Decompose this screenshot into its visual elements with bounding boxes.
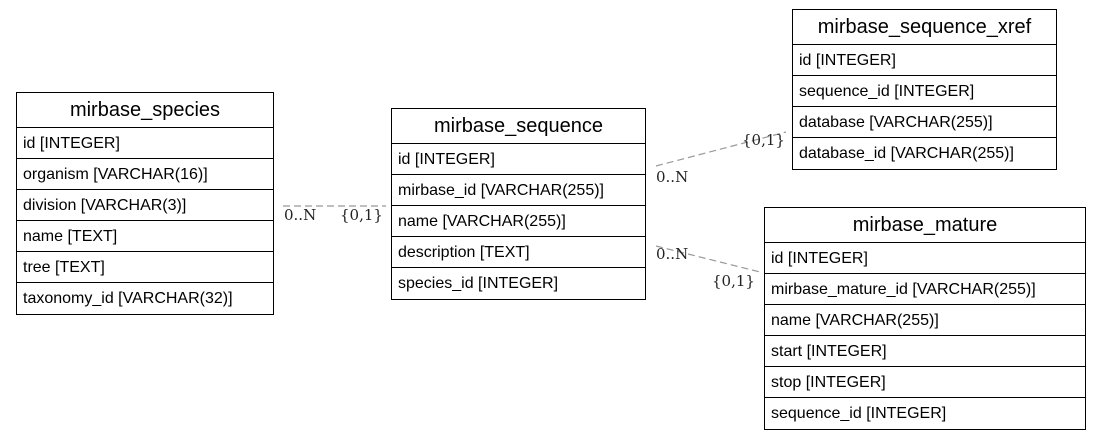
field-row: id [INTEGER] — [17, 128, 273, 159]
table-title: mirbase_sequence — [392, 109, 645, 144]
field-row: species_id [INTEGER] — [398, 275, 559, 292]
field-row: sequence_id [INTEGER] — [771, 405, 947, 422]
table-mirbase-sequence-xref[interactable]: mirbase_sequence_xref id [INTEGER] seque… — [792, 9, 1057, 170]
cardinality-xref-one: {0,1} — [742, 131, 785, 149]
field-row: id [INTEGER] — [793, 45, 1056, 76]
field-row: name [VARCHAR(255)] — [392, 206, 645, 237]
cardinality-species-one: {0,1} — [340, 206, 383, 224]
table-title: mirbase_mature — [765, 208, 1085, 243]
field-row: sequence_id [INTEGER] — [793, 76, 1056, 107]
field-row: description [TEXT] — [392, 237, 645, 268]
field-row: mirbase_id [VARCHAR(255)] — [392, 175, 645, 206]
field-row: organism [VARCHAR(16)] — [17, 159, 273, 190]
field-row: name [VARCHAR(255)] — [765, 305, 1085, 336]
table-title: mirbase_species — [17, 93, 273, 128]
field-row: name [TEXT] — [17, 221, 273, 252]
cardinality-species-many: 0..N — [284, 206, 317, 224]
field-row: stop [INTEGER] — [765, 367, 1085, 398]
field-row: tree [TEXT] — [17, 252, 273, 283]
field-row: id [INTEGER] — [392, 144, 645, 175]
field-row: database_id [VARCHAR(255)] — [799, 145, 1014, 162]
field-row: id [INTEGER] — [765, 243, 1085, 274]
field-row: database [VARCHAR(255)] — [793, 107, 1056, 138]
cardinality-xref-many: 0..N — [656, 168, 689, 186]
field-row: start [INTEGER] — [765, 336, 1085, 367]
cardinality-mature-many: 0..N — [656, 245, 689, 263]
cardinality-mature-one: {0,1} — [712, 272, 755, 290]
table-mirbase-mature[interactable]: mirbase_mature id [INTEGER] mirbase_matu… — [764, 207, 1086, 430]
field-row: division [VARCHAR(3)] — [17, 190, 273, 221]
table-title: mirbase_sequence_xref — [793, 10, 1056, 45]
field-row: taxonomy_id [VARCHAR(32)] — [23, 290, 233, 307]
table-mirbase-species[interactable]: mirbase_species id [INTEGER] organism [V… — [16, 92, 274, 315]
field-row: mirbase_mature_id [VARCHAR(255)] — [765, 274, 1085, 305]
table-mirbase-sequence[interactable]: mirbase_sequence id [INTEGER] mirbase_id… — [391, 108, 646, 300]
